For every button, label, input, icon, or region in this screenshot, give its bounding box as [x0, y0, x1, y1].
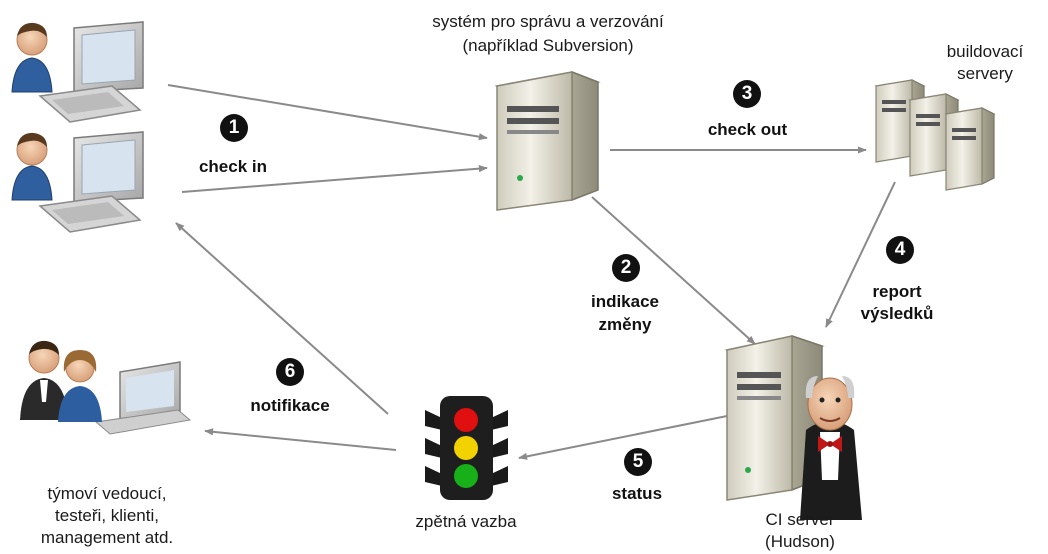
arrow-status — [518, 415, 728, 460]
arrow-change-indication — [591, 196, 756, 345]
team-label-line2: testeři, klienti, — [55, 506, 159, 525]
vcs-label-line1: systém pro správu a verzování — [432, 12, 664, 31]
step-3-label: check out — [707, 120, 788, 139]
arrow-report-results — [825, 181, 896, 328]
developer-workstation-2-icon — [11, 131, 144, 233]
vcs-label-line2: (například Subversion) — [462, 36, 634, 55]
step-2-label-line2: změny — [598, 315, 652, 334]
build-servers-label-line1: buildovací — [946, 42, 1024, 61]
arrow-check-in-top — [167, 84, 488, 141]
team-stakeholders-icon — [20, 340, 192, 435]
team-label-line3: management atd. — [40, 528, 174, 547]
step-4-label-line1: report — [872, 282, 922, 301]
step-5-badge: 5 — [624, 448, 652, 476]
arrow-feedback-to-devs — [175, 222, 389, 415]
ci-server-label-line2: (Hudson) — [765, 532, 835, 551]
step-4-label-line2: výsledků — [860, 304, 934, 323]
green-light — [454, 464, 478, 488]
yellow-light — [454, 436, 478, 460]
step-6-label: notifikace — [250, 396, 330, 415]
traffic-light-icon — [425, 396, 508, 500]
developer-workstation-1-icon — [11, 21, 144, 123]
build-servers-icon — [874, 79, 996, 191]
red-light — [454, 408, 478, 432]
version-control-server-icon — [494, 70, 601, 211]
step-2-badge: 2 — [612, 254, 640, 282]
step-1-label: check in — [198, 157, 268, 176]
step-3-badge: 3 — [733, 80, 761, 108]
step-4-badge: 4 — [886, 236, 914, 264]
team-label-line1: týmoví vedoucí, — [47, 484, 167, 503]
arrow-notification — [204, 428, 397, 451]
hudson-butler-icon — [800, 376, 862, 520]
arrow-check-in-bottom — [181, 165, 488, 193]
step-5-label: status — [611, 484, 663, 503]
step-6-badge: 6 — [276, 358, 304, 386]
feedback-label: zpětná vazba — [415, 512, 517, 531]
step-2-label-line1: indikace — [590, 292, 660, 311]
build-servers-label-line2: servery — [957, 64, 1013, 83]
step-1-badge: 1 — [220, 114, 248, 142]
ci-server-label-line1: CI server — [765, 510, 835, 529]
